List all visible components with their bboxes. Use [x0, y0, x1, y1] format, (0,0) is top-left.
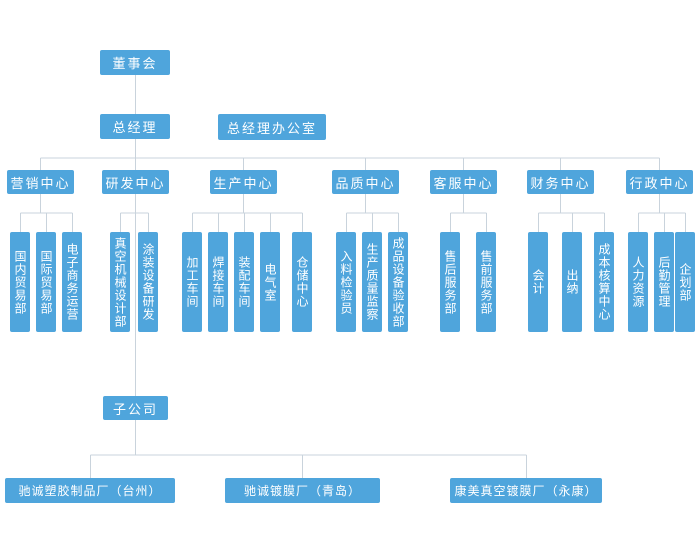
node-cost-accounting-center: 成本核算中心 [594, 232, 614, 332]
connector-line [638, 194, 686, 232]
connector-line [450, 194, 487, 232]
node-admin-center: 行政中心 [626, 170, 693, 194]
node-production-quality-supervision: 生产质量监察 [362, 232, 382, 332]
node-cashier: 出纳 [562, 232, 582, 332]
node-machining-workshop: 加工车间 [182, 232, 202, 332]
node-finished-equipment-acceptance: 成品设备验收部 [388, 232, 408, 332]
node-planning-dept: 企划部 [675, 232, 695, 332]
connector-line [20, 194, 73, 232]
node-factory-yongkang: 康美真空镀膜厂（永康） [450, 478, 602, 503]
node-after-sales-dept: 售后服务部 [440, 232, 460, 332]
connector-line [120, 194, 149, 396]
node-subsidiary: 子公司 [103, 396, 168, 420]
connector-line [346, 194, 399, 232]
node-pre-sales-dept: 售前服务部 [476, 232, 496, 332]
node-general-manager: 总经理 [100, 114, 170, 139]
node-customer-service-center: 客服中心 [430, 170, 497, 194]
connector-line [538, 194, 605, 232]
connector-line [40, 75, 660, 170]
connector-line [90, 420, 527, 478]
node-vacuum-machinery-design-dept: 真空机械设计部 [110, 232, 130, 332]
node-factory-taizhou: 驰诚塑胶制品厂（台州） [5, 478, 175, 503]
node-quality-center: 品质中心 [332, 170, 399, 194]
node-board: 董事会 [100, 50, 170, 75]
node-accounting: 会计 [528, 232, 548, 332]
node-intl-trade-dept: 国际贸易部 [36, 232, 56, 332]
node-ecommerce-ops: 电子商务运营 [62, 232, 82, 332]
node-incoming-inspection: 入料检验员 [336, 232, 356, 332]
node-logistics-management: 后勤管理 [654, 232, 674, 332]
connector-line [192, 194, 303, 232]
node-rd-center: 研发中心 [102, 170, 169, 194]
node-electrical-room: 电气室 [260, 232, 280, 332]
node-human-resources: 人力资源 [628, 232, 648, 332]
node-marketing-center: 营销中心 [7, 170, 74, 194]
node-domestic-trade-dept: 国内贸易部 [10, 232, 30, 332]
node-production-center: 生产中心 [210, 170, 277, 194]
node-finance-center: 财务中心 [527, 170, 594, 194]
node-welding-workshop: 焊接车间 [208, 232, 228, 332]
node-gm-office: 总经理办公室 [218, 114, 326, 140]
node-coating-equipment-rd: 涂装设备研发 [138, 232, 158, 332]
node-factory-qingdao: 驰诚镀膜厂（青岛） [225, 478, 380, 503]
node-assembly-workshop: 装配车间 [234, 232, 254, 332]
node-warehouse-center: 仓储中心 [292, 232, 312, 332]
